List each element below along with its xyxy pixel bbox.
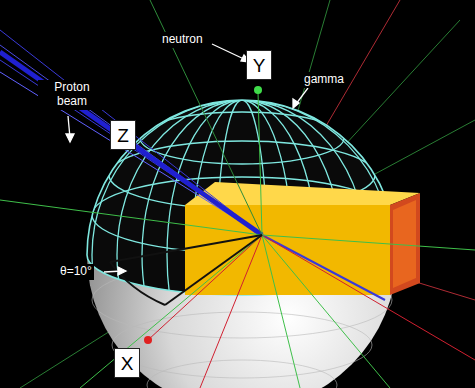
sphere-shell — [87, 100, 397, 388]
axis-letter: Y — [253, 56, 266, 75]
annotation-label: θ=10° — [58, 264, 94, 280]
axis-box: X — [114, 348, 140, 378]
axis-box: Z — [110, 120, 136, 150]
axis-letter: Z — [117, 126, 129, 145]
axis-box: Y — [246, 50, 272, 80]
annotation-label: neutron — [160, 32, 205, 48]
leader-arrows — [66, 44, 308, 275]
axis-letter: X — [121, 354, 134, 373]
annotation-label: Proton beam — [38, 80, 106, 110]
x-dot — [144, 336, 152, 344]
angle-cone — [110, 235, 262, 305]
annotation-label: gamma — [302, 72, 346, 88]
neutron-dot — [254, 86, 262, 94]
wireframe — [92, 100, 392, 388]
proton-beam — [0, 30, 385, 300]
target-block — [185, 182, 420, 295]
